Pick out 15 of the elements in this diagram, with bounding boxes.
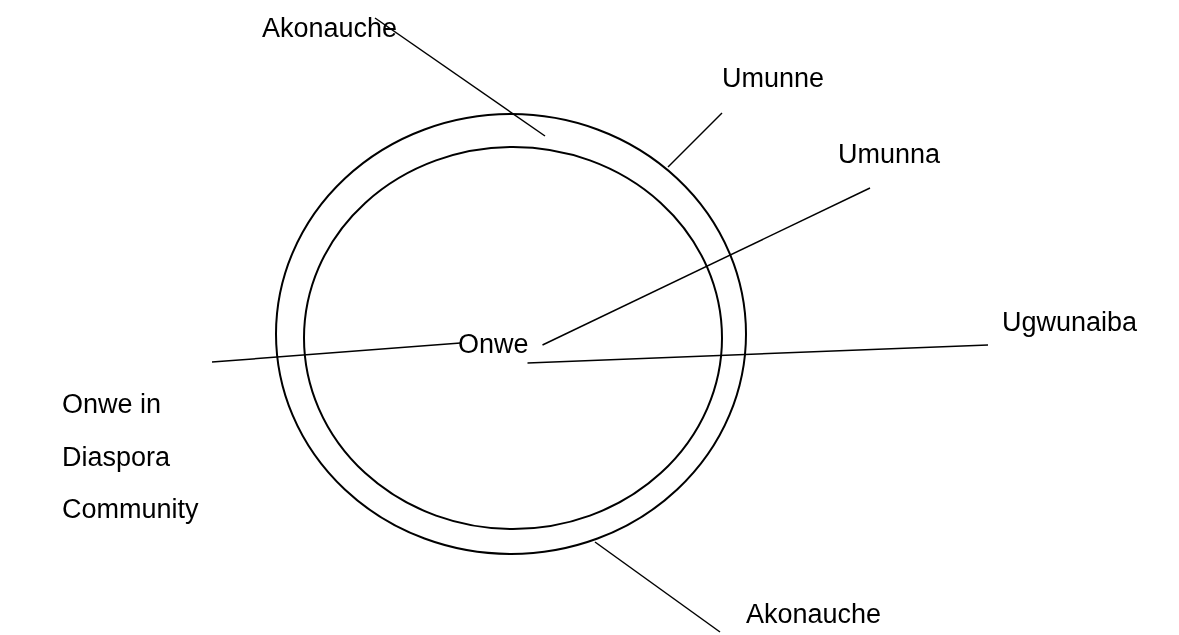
inner-ring <box>303 146 723 530</box>
leader-line <box>541 187 871 346</box>
leader-line <box>211 342 462 363</box>
node-label: Umunna <box>838 138 942 171</box>
leader-line <box>374 17 546 137</box>
leader-line <box>594 541 721 633</box>
node-label: Onwe in Diaspora Community <box>62 388 200 527</box>
node-label: Akonauche <box>262 12 399 45</box>
node-label: Akonauche <box>746 598 883 631</box>
node-label: Onwe <box>458 328 530 361</box>
node-label: Umunne <box>722 62 826 95</box>
node-label: Ugwunaiba <box>1002 306 1139 339</box>
leader-line <box>526 344 989 364</box>
leader-line <box>667 112 723 168</box>
outer-ring <box>275 113 747 555</box>
